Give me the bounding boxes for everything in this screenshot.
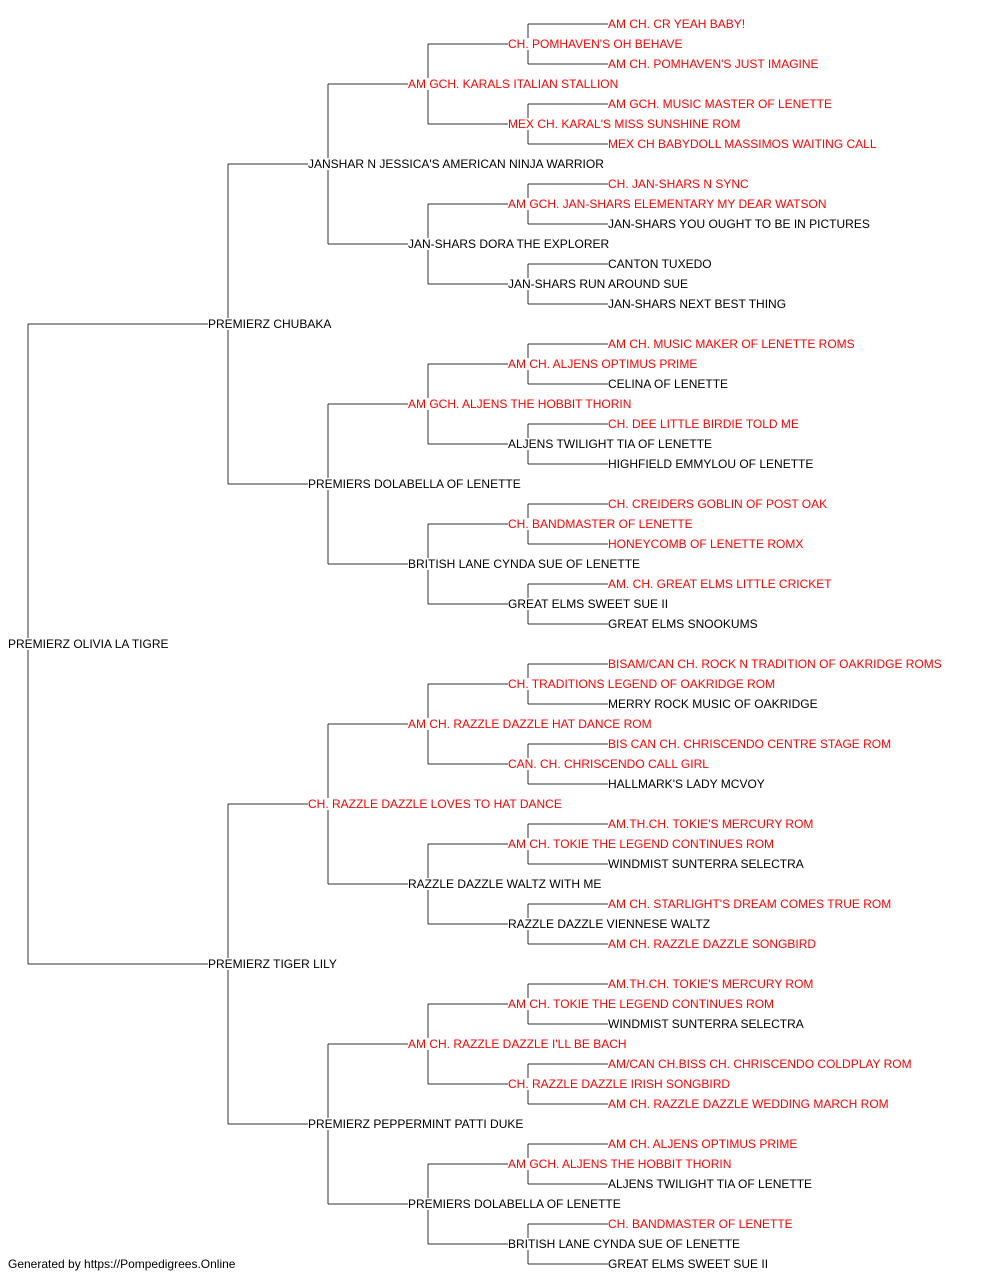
ancestor-name: PREMIERZ CHUBAKA [208, 317, 331, 331]
ancestor-name: JANSHAR N JESSICA'S AMERICAN NINJA WARRI… [308, 157, 604, 171]
champion-ancestor-name: HONEYCOMB OF LENETTE ROMX [608, 537, 803, 551]
champion-ancestor-name: BIS CAN CH. CHRISCENDO CENTRE STAGE ROM [608, 737, 891, 751]
ancestor-name: PREMIERZ TIGER LILY [208, 957, 337, 971]
champion-ancestor-name: CH. DEE LITTLE BIRDIE TOLD ME [608, 417, 799, 431]
ancestor-name: PREMIERS DOLABELLA OF LENETTE [308, 477, 521, 491]
ancestor-name: JAN-SHARS DORA THE EXPLORER [408, 237, 609, 251]
ancestor-name: WINDMIST SUNTERRA SELECTRA [608, 857, 804, 871]
ancestor-name: BRITISH LANE CYNDA SUE OF LENETTE [508, 1237, 740, 1251]
ancestor-name: JAN-SHARS YOU OUGHT TO BE IN PICTURES [608, 217, 870, 231]
champion-ancestor-name: AM CH. RAZZLE DAZZLE SONGBIRD [608, 937, 816, 951]
champion-ancestor-name: AM CH. POMHAVEN'S JUST IMAGINE [608, 57, 819, 71]
subject-name: PREMIERZ OLIVIA LA TIGRE [8, 637, 169, 651]
champion-ancestor-name: AM/CAN CH.BISS CH. CHRISCENDO COLDPLAY R… [608, 1057, 912, 1071]
champion-ancestor-name: AM CH. TOKIE THE LEGEND CONTINUES ROM [508, 997, 774, 1011]
footer-credit: Generated by https://Pompedigrees.Online [8, 1257, 236, 1271]
ancestor-name: JAN-SHARS RUN AROUND SUE [508, 277, 688, 291]
champion-ancestor-name: BISAM/CAN CH. ROCK N TRADITION OF OAKRID… [608, 657, 942, 671]
champion-ancestor-name: CH. POMHAVEN'S OH BEHAVE [508, 37, 683, 51]
champion-ancestor-name: AM.TH.CH. TOKIE'S MERCURY ROM [608, 817, 813, 831]
champion-ancestor-name: AM CH. RAZZLE DAZZLE WEDDING MARCH ROM [608, 1097, 889, 1111]
ancestor-name: CANTON TUXEDO [608, 257, 712, 271]
champion-ancestor-name: AM GCH. KARALS ITALIAN STALLION [408, 77, 618, 91]
ancestor-name: CELINA OF LENETTE [608, 377, 728, 391]
ancestor-name: JAN-SHARS NEXT BEST THING [608, 297, 786, 311]
ancestor-name: HALLMARK'S LADY MCVOY [608, 777, 765, 791]
champion-ancestor-name: AM CH. TOKIE THE LEGEND CONTINUES ROM [508, 837, 774, 851]
champion-ancestor-name: CH. BANDMASTER OF LENETTE [508, 517, 693, 531]
champion-ancestor-name: AM CH. STARLIGHT'S DREAM COMES TRUE ROM [608, 897, 891, 911]
champion-ancestor-name: CH. BANDMASTER OF LENETTE [608, 1217, 793, 1231]
ancestor-name: WINDMIST SUNTERRA SELECTRA [608, 1017, 804, 1031]
champion-ancestor-name: CH. RAZZLE DAZZLE IRISH SONGBIRD [508, 1077, 730, 1091]
ancestor-name: PREMIERZ PEPPERMINT PATTI DUKE [308, 1117, 523, 1131]
champion-ancestor-name: AM GCH. ALJENS THE HOBBIT THORIN [508, 1157, 731, 1171]
champion-ancestor-name: CH. TRADITIONS LEGEND OF OAKRIDGE ROM [508, 677, 775, 691]
champion-ancestor-name: AM CH. ALJENS OPTIMUS PRIME [508, 357, 697, 371]
champion-ancestor-name: AM CH. RAZZLE DAZZLE I'LL BE BACH [408, 1037, 627, 1051]
ancestor-name: BRITISH LANE CYNDA SUE OF LENETTE [408, 557, 640, 571]
champion-ancestor-name: AM CH. RAZZLE DAZZLE HAT DANCE ROM [408, 717, 652, 731]
champion-ancestor-name: CH. RAZZLE DAZZLE LOVES TO HAT DANCE [308, 797, 562, 811]
champion-ancestor-name: AM GCH. MUSIC MASTER OF LENETTE [608, 97, 832, 111]
ancestor-name: PREMIERS DOLABELLA OF LENETTE [408, 1197, 621, 1211]
champion-ancestor-name: CH. CREIDERS GOBLIN OF POST OAK [608, 497, 827, 511]
ancestor-name: ALJENS TWILIGHT TIA OF LENETTE [508, 437, 712, 451]
champion-ancestor-name: MEX CH BABYDOLL MASSIMOS WAITING CALL [608, 137, 877, 151]
champion-ancestor-name: AM CH. CR YEAH BABY! [608, 17, 745, 31]
champion-ancestor-name: AM. CH. GREAT ELMS LITTLE CRICKET [608, 577, 832, 591]
ancestor-name: RAZZLE DAZZLE WALTZ WITH ME [408, 877, 601, 891]
champion-ancestor-name: CH. JAN-SHARS N SYNC [608, 177, 749, 191]
ancestor-name: HIGHFIELD EMMYLOU OF LENETTE [608, 457, 813, 471]
champion-ancestor-name: MEX CH. KARAL'S MISS SUNSHINE ROM [508, 117, 740, 131]
ancestor-name: MERRY ROCK MUSIC OF OAKRIDGE [608, 697, 818, 711]
champion-ancestor-name: AM CH. MUSIC MAKER OF LENETTE ROMS [608, 337, 855, 351]
champion-ancestor-name: AM GCH. JAN-SHARS ELEMENTARY MY DEAR WAT… [508, 197, 827, 211]
ancestor-name: RAZZLE DAZZLE VIENNESE WALTZ [508, 917, 710, 931]
champion-ancestor-name: CAN. CH. CHRISCENDO CALL GIRL [508, 757, 709, 771]
ancestor-name: GREAT ELMS SNOOKUMS [608, 617, 758, 631]
champion-ancestor-name: AM GCH. ALJENS THE HOBBIT THORIN [408, 397, 631, 411]
ancestor-name: GREAT ELMS SWEET SUE II [508, 597, 668, 611]
ancestor-name: GREAT ELMS SWEET SUE II [608, 1257, 768, 1271]
champion-ancestor-name: AM CH. ALJENS OPTIMUS PRIME [608, 1137, 797, 1151]
champion-ancestor-name: AM.TH.CH. TOKIE'S MERCURY ROM [608, 977, 813, 991]
ancestor-name: ALJENS TWILIGHT TIA OF LENETTE [608, 1177, 812, 1191]
